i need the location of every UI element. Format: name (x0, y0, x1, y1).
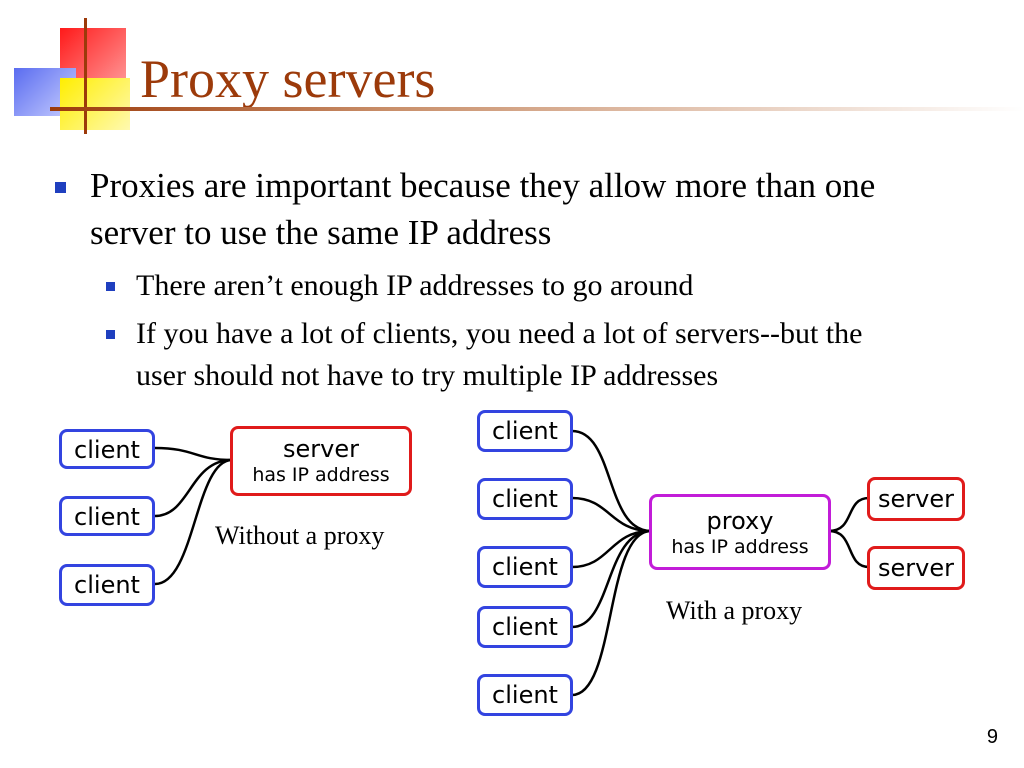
sub-bullet-marker (106, 330, 115, 339)
slide-title: Proxy servers (140, 49, 436, 109)
title-underline (50, 107, 1024, 111)
bullet-1-line-1: Proxies are important because they allow… (90, 166, 876, 205)
proxy-sublabel: has IP address (671, 536, 809, 558)
client-box: client (477, 674, 573, 716)
sub-bullet-marker (106, 282, 115, 291)
client-box: client (59, 564, 155, 606)
client-box: client (59, 496, 155, 536)
sub-bullet-1: There aren’t enough IP addresses to go a… (136, 269, 694, 302)
sub-bullet-2-line-2: user should not have to try multiple IP … (136, 359, 719, 392)
connector-curve (828, 529, 870, 569)
bullet-1-line-2: server to use the same IP address (90, 213, 552, 252)
connector-curve (828, 496, 870, 533)
connector-curve (154, 446, 233, 462)
caption-without-proxy: Without a proxy (215, 521, 385, 550)
connector-curve (154, 458, 233, 518)
server-label: server (283, 435, 359, 463)
proxy-label: proxy (706, 507, 774, 535)
decor-vertical-line (84, 18, 87, 134)
proxy-box: proxy has IP address (649, 494, 831, 570)
client-box: client (477, 410, 573, 452)
client-box: client (477, 606, 573, 648)
caption-with-proxy: With a proxy (666, 596, 803, 625)
server-sublabel: has IP address (252, 464, 390, 486)
client-box: client (477, 478, 573, 520)
connector-curve (571, 529, 652, 629)
server-box: server (867, 477, 965, 521)
decor-yellow-square (60, 78, 130, 130)
connector-curve (571, 496, 652, 533)
bullet-marker (55, 182, 66, 193)
server-box: server has IP address (230, 426, 412, 496)
connector-curve (571, 529, 652, 697)
client-box: client (477, 546, 573, 588)
page-number: 9 (986, 726, 998, 748)
sub-bullet-2-line-1: If you have a lot of clients, you need a… (136, 317, 863, 350)
server-box: server (867, 546, 965, 590)
client-box: client (59, 429, 155, 469)
connector-curve (571, 429, 652, 533)
connector-curve (154, 458, 233, 586)
